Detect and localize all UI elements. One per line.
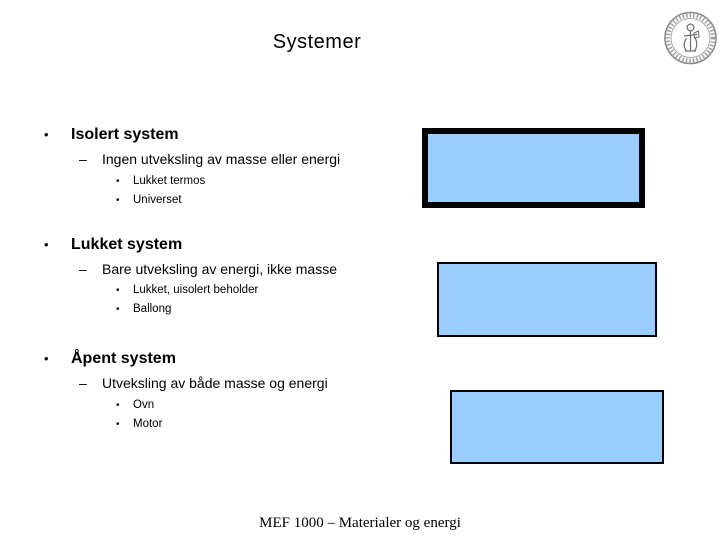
section-3-example-2-text: Motor [133,418,163,430]
open-system-box [450,390,664,464]
section-2-example-2-text: Ballong [133,303,172,315]
section-3-example-2: • Motor [116,418,162,430]
section-3-heading: • Åpent system [44,350,176,368]
section-1-heading-text: Isolert system [71,126,179,143]
bullet-icon: • [116,304,120,315]
section-2-sub-text: Bare utveksling av energi, ikke masse [102,261,337,277]
section-1-example-1-text: Lukket termos [133,175,206,187]
slide-footer: MEF 1000 – Materialer og energi [259,515,461,531]
section-2-example-1: • Lukket, uisolert beholder [116,284,258,296]
section-3-example-1: • Ovn [116,399,154,411]
slide-title: Systemer [272,31,362,53]
section-1-example-2-text: Universet [133,194,182,206]
section-3-heading-text: Åpent system [71,350,176,367]
bullet-icon: • [44,237,49,252]
section-1-example-1: • Lukket termos [116,175,205,187]
closed-system-box [437,262,657,337]
dash-icon: – [79,261,87,277]
bullet-icon: • [116,285,120,296]
section-1-sub-text: Ingen utveksling av masse eller energi [102,151,341,167]
section-2-heading-text: Lukket system [71,236,183,253]
dash-icon: – [79,151,87,167]
section-2-example-1-text: Lukket, uisolert beholder [133,284,259,296]
bullet-icon: • [116,195,120,206]
section-1-example-2: • Universet [116,194,182,206]
dash-icon: – [79,375,87,391]
bullet-icon: • [116,419,120,430]
section-2-sub: –Bare utveksling av energi, ikke masse [79,261,337,277]
section-3-sub-text: Utveksling av både masse og energi [102,375,328,391]
section-1-heading: • Isolert system [44,126,179,144]
bullet-icon: • [116,176,120,187]
bullet-icon: • [116,400,120,411]
section-3-sub: –Utveksling av både masse og energi [79,375,328,391]
isolated-system-box [422,128,645,208]
section-1-sub: –Ingen utveksling av masse eller energi [79,151,340,167]
section-3-example-1-text: Ovn [133,399,155,411]
bullet-icon: • [44,127,49,142]
section-2-heading: • Lukket system [44,236,182,254]
bullet-icon: • [44,351,49,366]
section-2-example-2: • Ballong [116,303,171,315]
university-seal-logo [664,11,717,65]
